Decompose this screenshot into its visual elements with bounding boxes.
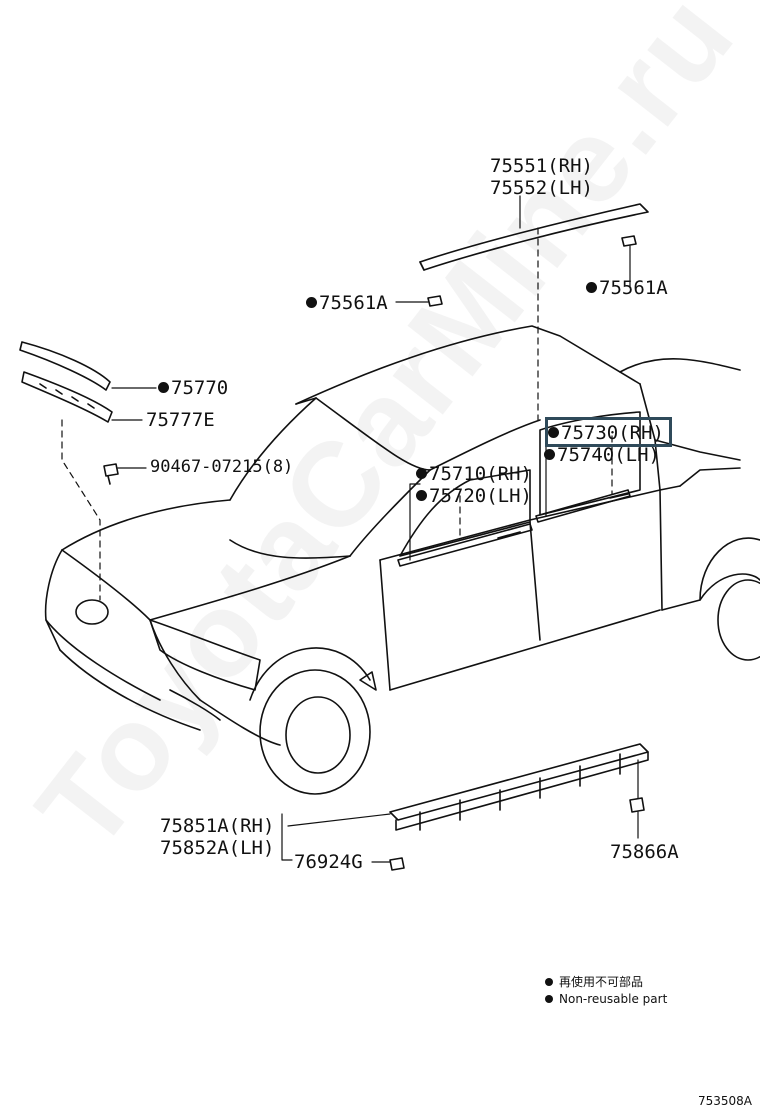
part-label-75720[interactable]: 75720(LH)	[416, 485, 532, 507]
rocker-molding	[389, 743, 649, 831]
figure-number: 753508A	[697, 1094, 752, 1108]
legend-dot-icon	[545, 995, 553, 1003]
legend-dot-icon	[545, 978, 553, 986]
rocker-molding-clip	[389, 857, 405, 871]
part-label-75770[interactable]: 75770	[158, 377, 228, 399]
truck-body	[44, 325, 760, 795]
part-label-75551[interactable]: 75551(RH)	[490, 155, 593, 177]
highlight-box	[545, 417, 672, 447]
legend: 再使用不可部品 Non-reusable part	[545, 974, 667, 1008]
dashed-leader-lines	[61, 227, 613, 601]
roof-molding-clip-right	[621, 235, 637, 247]
hood-clip	[103, 463, 119, 485]
part-label-75740[interactable]: 75740(LH)	[544, 444, 660, 466]
legend-item-en: Non-reusable part	[545, 991, 667, 1008]
non-reusable-dot-icon	[586, 282, 597, 293]
non-reusable-dot-icon	[416, 490, 427, 501]
part-label-75561a-left[interactable]: 75561A	[306, 292, 388, 314]
part-label-75866a[interactable]: 75866A	[610, 841, 679, 863]
hood-molding-retainer	[21, 371, 113, 423]
roof-drip-molding	[419, 203, 649, 271]
non-reusable-dot-icon	[544, 449, 555, 460]
hood-molding	[19, 341, 111, 391]
part-label-75552[interactable]: 75552(LH)	[490, 177, 593, 199]
part-label-75777e[interactable]: 75777E	[146, 409, 215, 431]
leader-lines	[111, 195, 639, 863]
non-reusable-dot-icon	[548, 427, 559, 438]
rear-door-belt-molding	[535, 489, 631, 523]
rocker-molding-nut	[629, 797, 645, 813]
non-reusable-dot-icon	[158, 382, 169, 393]
part-label-90467[interactable]: 90467-07215(8)	[150, 457, 294, 477]
part-label-75561a-right[interactable]: 75561A	[586, 277, 668, 299]
part-label-75851a[interactable]: 75851A(RH)	[160, 815, 275, 837]
front-door-belt-molding	[397, 523, 533, 567]
part-label-75730[interactable]: 75730(RH)	[548, 422, 664, 444]
roof-molding-clip-left	[427, 295, 443, 307]
non-reusable-dot-icon	[306, 297, 317, 308]
part-label-75852a[interactable]: 75852A(LH)	[160, 837, 275, 859]
non-reusable-dot-icon	[416, 468, 427, 479]
part-label-75710[interactable]: 75710(RH)	[416, 463, 532, 485]
legend-item-ja: 再使用不可部品	[545, 974, 667, 991]
part-label-76924g[interactable]: 76924G	[294, 851, 363, 873]
